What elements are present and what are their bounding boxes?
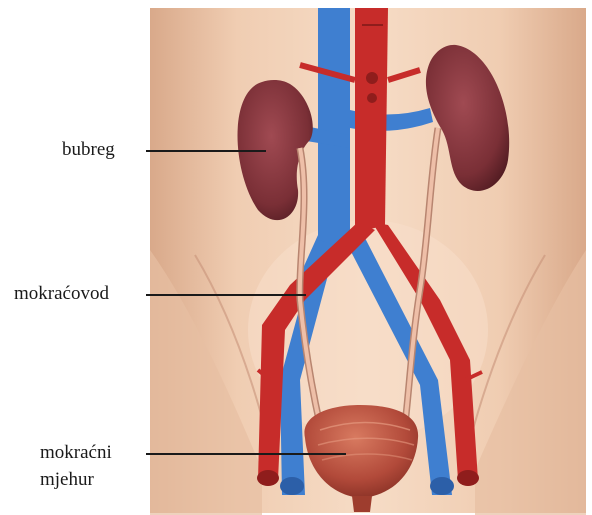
kidney-label: bubreg xyxy=(62,138,115,162)
bladder-label-line1: mokraćni xyxy=(40,441,112,465)
kidney-leader-line xyxy=(146,150,266,152)
bladder-label-line2: mjehur xyxy=(40,468,94,492)
bladder-leader-line xyxy=(146,453,346,455)
ureter-label: mokraćovod xyxy=(14,282,109,306)
ureter-leader-line xyxy=(146,294,306,296)
